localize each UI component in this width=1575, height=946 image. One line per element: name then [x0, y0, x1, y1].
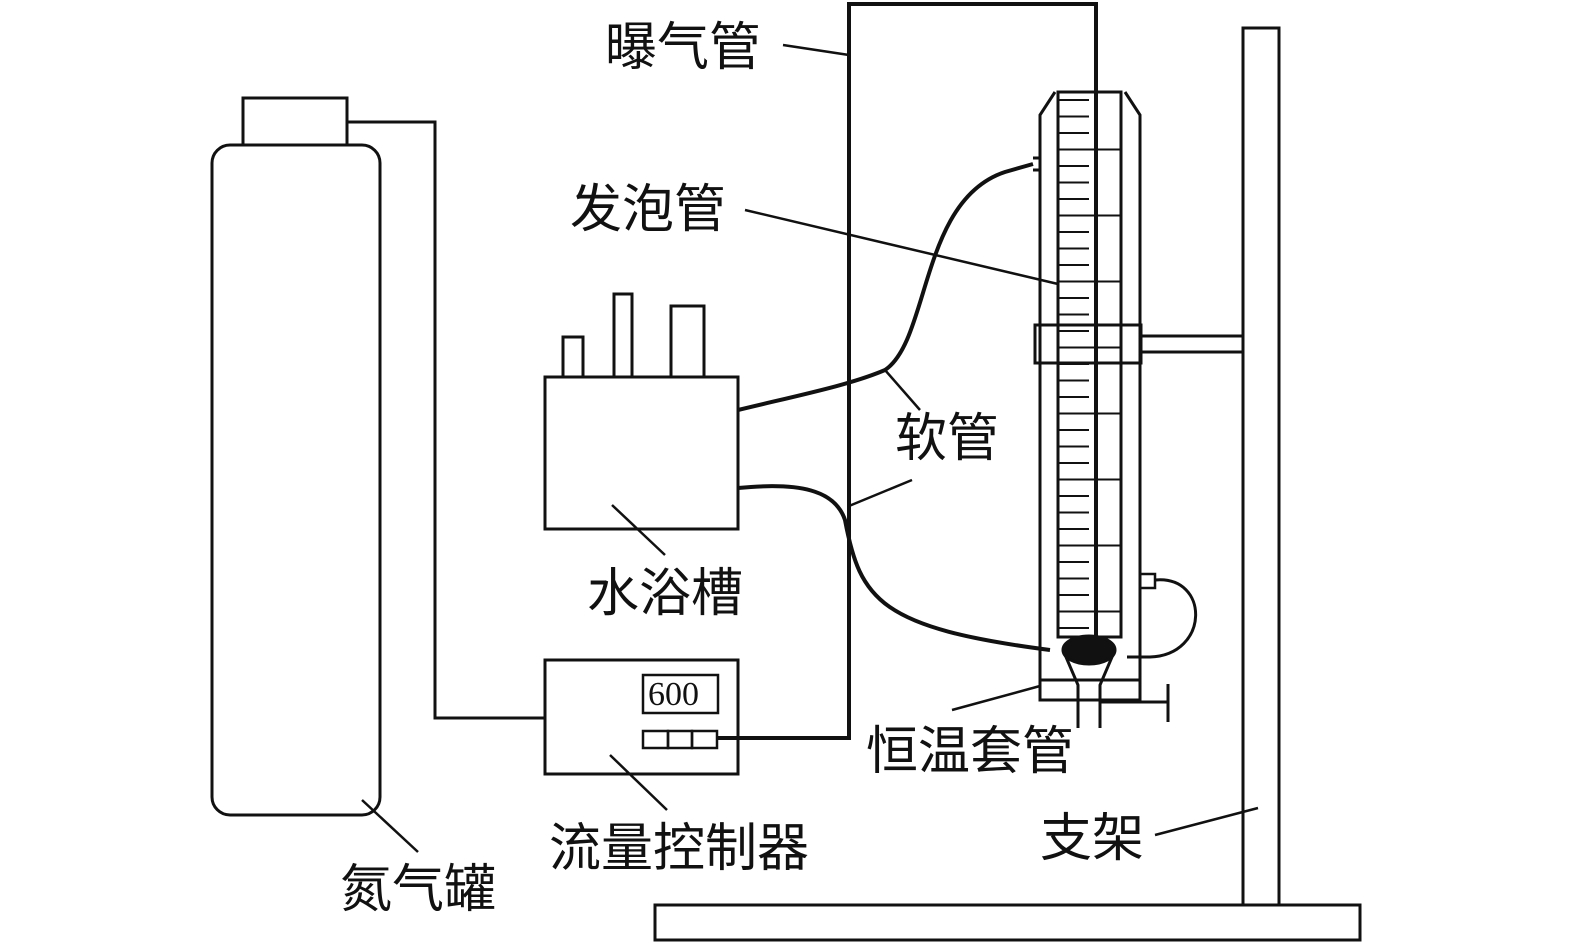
flow-knob-1	[641, 729, 670, 750]
leader-water-bath	[611, 504, 666, 556]
graduation-ticks	[1058, 99, 1121, 629]
flow-knob-3	[690, 729, 719, 750]
leader-flow-controller	[609, 754, 668, 811]
hose-lower	[737, 484, 1051, 652]
water-bath-pipe-2	[612, 292, 634, 379]
label-stand: 支架	[1040, 809, 1145, 869]
leader-aeration-tube	[782, 43, 850, 57]
water-bath-body	[543, 375, 740, 531]
disperser-left-wall	[1061, 649, 1080, 728]
label-foaming-tube: 发泡管	[570, 180, 727, 240]
label-water-bath: 水浴槽	[587, 564, 744, 624]
flow-display	[641, 673, 720, 715]
label-constant-temp-jacket: 恒温套管	[866, 722, 1075, 782]
gas-line-tank-to-controller	[347, 120, 545, 720]
hose-upper	[737, 162, 1034, 412]
leader-stand	[1154, 806, 1259, 837]
flow-knob-2	[666, 729, 694, 750]
label-nitrogen-tank: 氮气罐	[340, 860, 497, 920]
gas-disperser	[1061, 634, 1117, 666]
leader-nitrogen-tank	[361, 799, 419, 853]
label-aeration-tube: 曝气管	[605, 18, 762, 78]
nitrogen-tank-body	[210, 143, 382, 817]
stand-base	[653, 903, 1362, 942]
label-hose: 软管	[895, 409, 1000, 469]
flow-controller-body	[543, 658, 740, 776]
leader-hose-upper	[884, 369, 921, 411]
jacket-port	[1138, 572, 1157, 590]
jacket-return-loop	[1127, 578, 1198, 659]
disperser-right-wall	[1098, 649, 1117, 728]
leader-foaming-tube	[744, 208, 1059, 286]
jacket-outline	[1038, 91, 1142, 702]
leader-hose-lower	[848, 478, 913, 508]
water-bath-pipe-1	[561, 335, 585, 379]
water-bath-pipe-3	[669, 304, 706, 379]
label-flow-controller: 流量控制器	[549, 819, 810, 879]
nitrogen-tank-cap	[241, 96, 349, 147]
stand-pole	[1241, 26, 1281, 907]
flow-display-value: 600	[648, 676, 699, 713]
leader-jacket	[951, 684, 1041, 712]
